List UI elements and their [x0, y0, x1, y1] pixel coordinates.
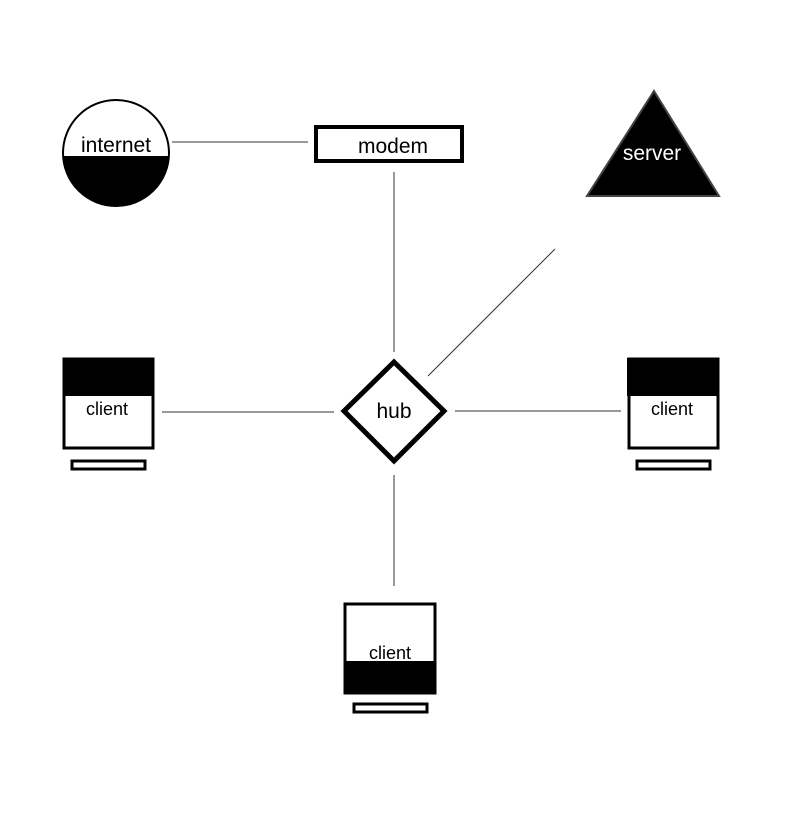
hub-node[interactable]: hub: [340, 358, 448, 465]
client-bottom-node[interactable]: client: [343, 602, 437, 714]
internet-node[interactable]: internet: [60, 99, 174, 212]
modem-label: modem: [358, 135, 428, 158]
client-bottom-keyboard: [352, 702, 429, 714]
server-label: server: [623, 142, 681, 165]
client-bottom-monitor: [343, 602, 437, 695]
internet-circle: [62, 99, 170, 207]
client-left-keyboard: [70, 459, 147, 471]
connections: [162, 141, 621, 586]
hub-label: hub: [376, 400, 411, 423]
client-left-node[interactable]: client: [62, 357, 155, 471]
client-left-monitor: [62, 357, 155, 450]
client-right-monitor: [627, 357, 720, 450]
client-bottom-label: client: [369, 643, 411, 663]
server-node[interactable]: server: [585, 89, 721, 197]
modem-box: [314, 125, 464, 163]
client-right-keyboard: [635, 459, 712, 471]
server-triangle: [585, 89, 721, 197]
client-right-node[interactable]: client: [627, 357, 720, 471]
link-server-hub: [427, 248, 556, 377]
modem-node[interactable]: modem: [314, 125, 464, 163]
hub-diamond: [340, 358, 448, 465]
client-right-label: client: [651, 399, 693, 419]
internet-label: internet: [81, 134, 151, 157]
client-left-label: client: [86, 399, 128, 419]
